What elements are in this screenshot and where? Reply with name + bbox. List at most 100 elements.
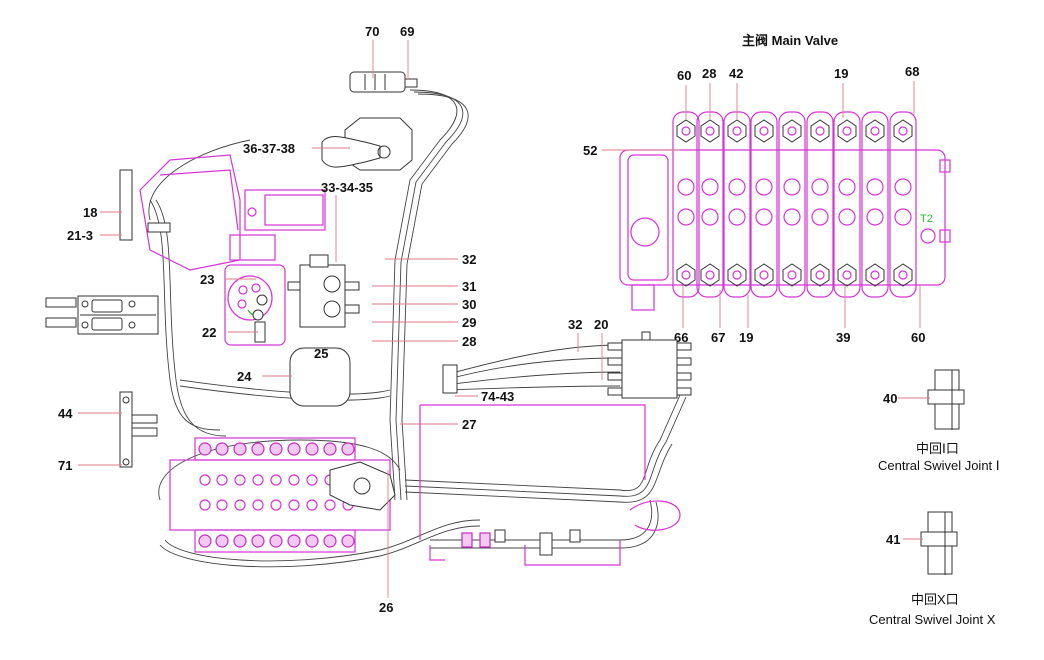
- valve-port: [783, 208, 801, 226]
- valve-port: [811, 208, 829, 226]
- valve-port: [811, 178, 829, 196]
- pilot-manifold: 32 20: [568, 317, 692, 399]
- lower-valve-port-top: [305, 442, 319, 456]
- valve-port: [677, 178, 695, 196]
- callout-18: 18: [83, 205, 97, 220]
- main-valve-title-text: 主阀 Main Valve: [742, 33, 838, 48]
- right-column-callouts: 32 31 30 29 28 27: [372, 252, 476, 432]
- port-fitting-bottom: [700, 263, 720, 287]
- callout-20: 20: [594, 317, 608, 332]
- callout-52: 52: [583, 143, 597, 158]
- valve-port: [728, 208, 746, 226]
- port-fitting-bottom: [837, 263, 857, 287]
- lower-main-valve: 26: [169, 437, 396, 615]
- port-fitting-bottom: [782, 263, 802, 287]
- lower-valve-port: [270, 474, 282, 486]
- main-valve-top-callouts: 60 28 42 19 68: [677, 64, 919, 120]
- port-label-t2: T2: [920, 213, 933, 225]
- callout-69: 69: [400, 24, 414, 39]
- lower-valve-port-bottom: [269, 534, 283, 548]
- callout-74-43: 74-43: [481, 389, 514, 404]
- callout-22: 22: [202, 325, 216, 340]
- gear-pump: 23 22: [200, 264, 286, 346]
- callout-44: 44: [58, 406, 73, 421]
- lower-valve-ports: [198, 442, 355, 548]
- lower-valve-port: [288, 499, 300, 511]
- port-fitting-bottom: [727, 263, 747, 287]
- callout-29: 29: [462, 315, 476, 330]
- port-fitting-bottom: [810, 263, 830, 287]
- main-valve-lug: [939, 159, 951, 173]
- lower-valve-port-top: [198, 442, 212, 456]
- callout-21-3: 21-3: [67, 228, 93, 243]
- lower-valve-port-bottom: [287, 534, 301, 548]
- callout-60-bottom: 60: [911, 330, 925, 345]
- left-bracket-lower: 44 71: [58, 391, 158, 473]
- spool-section: [889, 111, 917, 298]
- callout-28-top: 28: [702, 66, 716, 81]
- left-bracket-upper: 18 21-3: [67, 169, 171, 243]
- lower-valve-port: [324, 499, 336, 511]
- valve-port: [838, 208, 856, 226]
- valve-port: [894, 178, 912, 196]
- port-fitting-top: [865, 119, 885, 143]
- callout-27: 27: [462, 417, 476, 432]
- valve-port: [755, 208, 773, 226]
- callout-23: 23: [200, 272, 214, 287]
- callout-71: 71: [58, 458, 72, 473]
- port-fitting-bottom: [865, 263, 885, 287]
- valve-port: [866, 208, 884, 226]
- pilot-switch: 70 69: [349, 24, 418, 93]
- swivel-joint-x: 41 中回X口 Central Swivel Joint X: [869, 511, 996, 627]
- swivel-joint-1-caption-en: Central Swivel Joint Ⅰ: [878, 458, 1000, 473]
- valve-port: [783, 178, 801, 196]
- lower-valve-port: [234, 474, 246, 486]
- lower-valve-port-bottom: [305, 534, 319, 548]
- lower-valve-port: [216, 474, 228, 486]
- valve-port: [755, 178, 773, 196]
- lower-valve-port: [270, 499, 282, 511]
- port-fitting-top: [782, 119, 802, 143]
- spool-section: [778, 111, 806, 298]
- lower-valve-port-top: [233, 442, 247, 456]
- swivel-joint-1: 40 中回Ⅰ口 Central Swivel Joint Ⅰ: [878, 369, 1000, 473]
- callout-19-bottom: 19: [739, 330, 753, 345]
- lower-valve-port: [199, 474, 211, 486]
- port-fitting-top: [893, 119, 913, 143]
- lower-valve-port-top: [215, 442, 229, 456]
- accumulator-24: 24 25: [237, 346, 351, 407]
- spool-section: [672, 111, 700, 298]
- swivel-joint-x-caption-cn: 中回X口: [911, 592, 959, 607]
- lower-valve-port-bottom: [341, 534, 355, 548]
- spool-section: [833, 111, 861, 298]
- callout-67: 67: [711, 330, 725, 345]
- callout-60-top: 60: [677, 68, 691, 83]
- lower-valve-port-top: [287, 442, 301, 456]
- callout-42: 42: [729, 66, 743, 81]
- lower-valve-port: [306, 499, 318, 511]
- callout-32-center: 32: [568, 317, 582, 332]
- callout-26: 26: [379, 600, 393, 615]
- port-fitting-top: [676, 119, 696, 143]
- callout-68: 68: [905, 64, 919, 79]
- pilot-pump-housing: [139, 154, 326, 271]
- callout-30: 30: [462, 297, 476, 312]
- lower-valve-port-top: [251, 442, 265, 456]
- valve-port: [894, 208, 912, 226]
- spool-section: [806, 111, 834, 298]
- main-valve-spool-sections: [672, 111, 917, 298]
- machine-frame: [419, 404, 681, 566]
- spool-section: [750, 111, 778, 298]
- left-solenoid-valves: [45, 295, 159, 335]
- callout-39: 39: [836, 330, 850, 345]
- lower-valve-port: [252, 474, 264, 486]
- spool-section: [696, 111, 724, 298]
- callout-36-37-38: 36-37-38: [243, 141, 295, 156]
- hose-bundle: [148, 89, 687, 568]
- joystick: 36-37-38: [243, 117, 413, 171]
- callout-24: 24: [237, 369, 252, 384]
- port-fitting-top: [727, 119, 747, 143]
- lower-valve-port-bottom: [251, 534, 265, 548]
- swivel-joint-1-caption-cn: 中回Ⅰ口: [916, 441, 959, 456]
